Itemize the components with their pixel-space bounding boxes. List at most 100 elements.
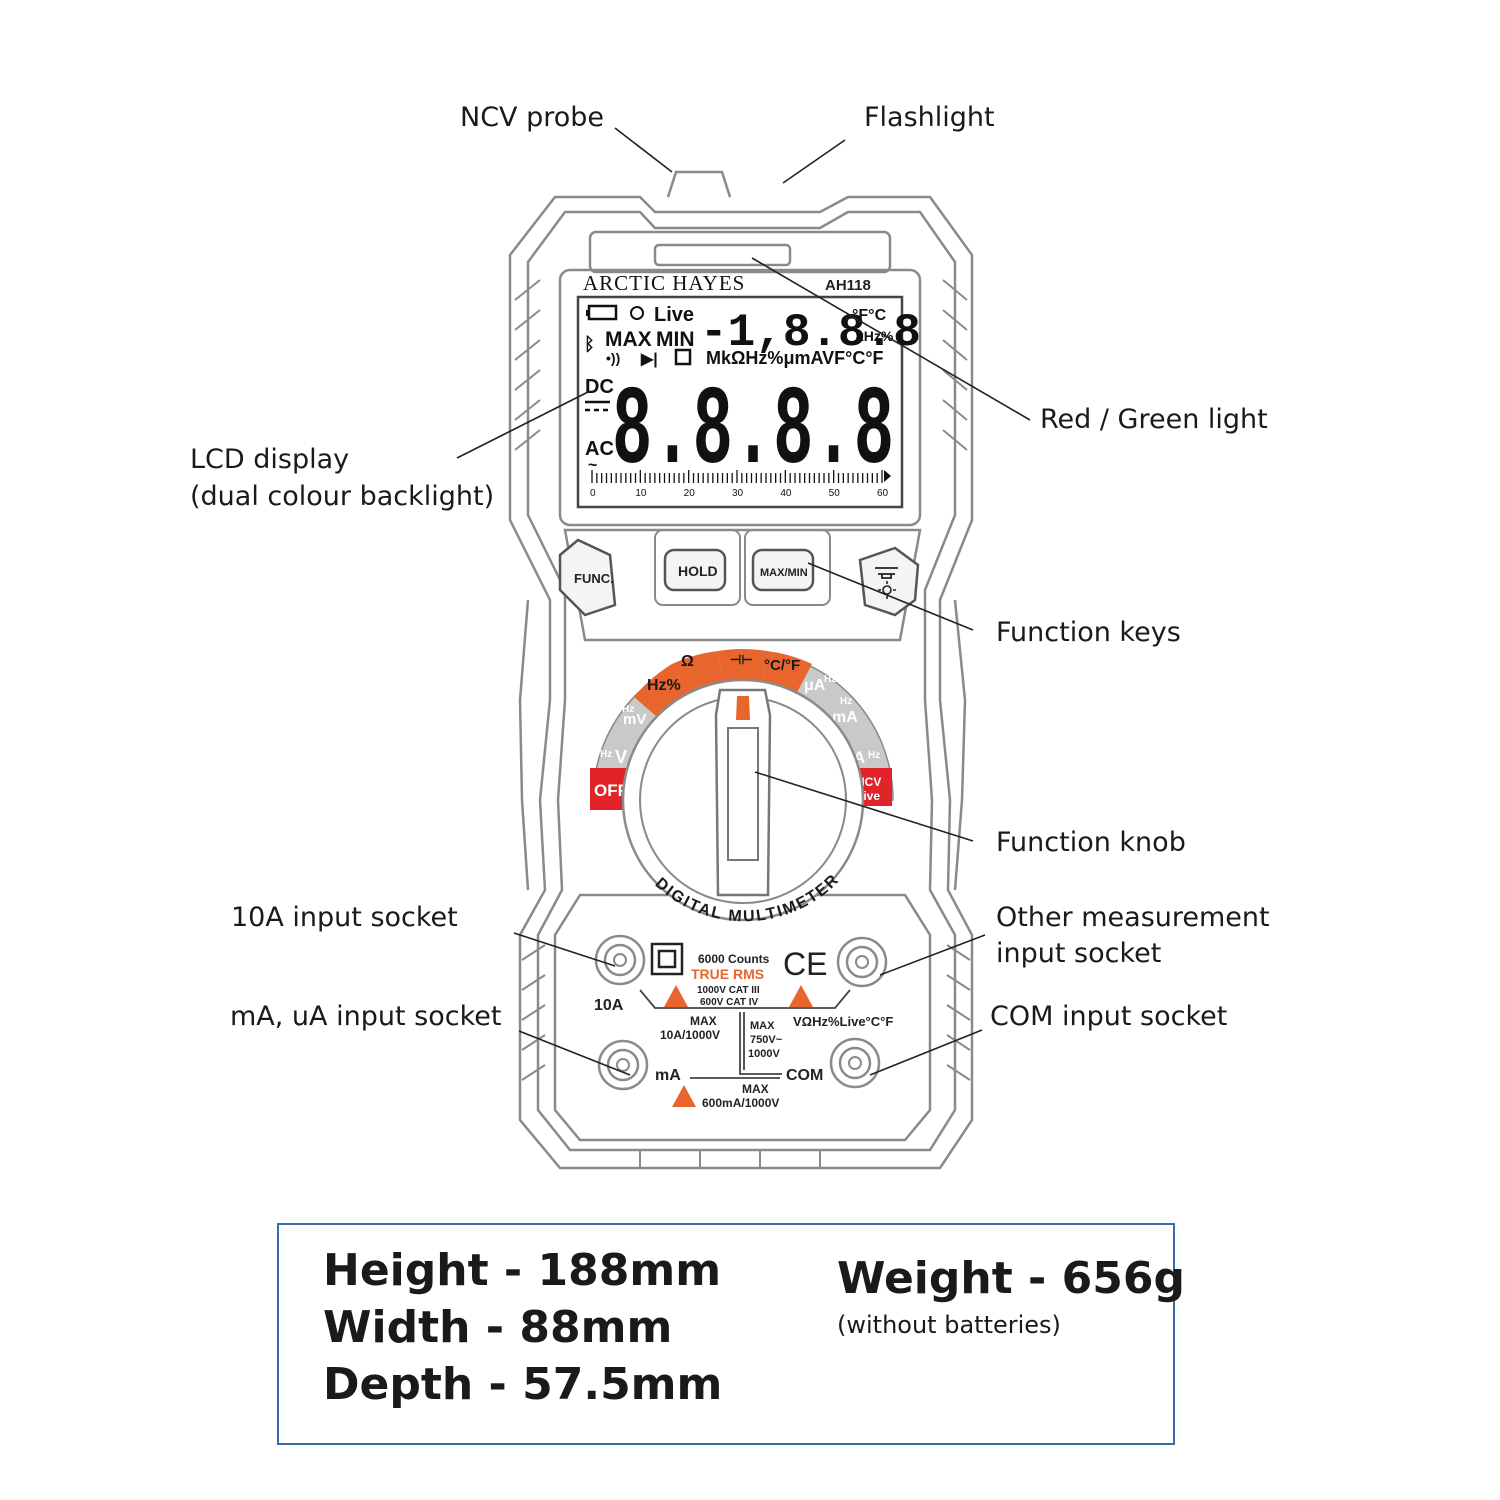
socket-other-label: VΩHz%Live°C°F (793, 1014, 893, 1029)
lcd-bezel (558, 268, 922, 527)
lcd-dc: DC (585, 376, 614, 398)
grip-lines-right (942, 279, 968, 451)
lcd-scale-label: 60 (877, 488, 889, 499)
grip-left (518, 599, 530, 891)
dial-hz-small-ma: Hz (840, 696, 852, 707)
label-red-green-light: Red / Green light (1040, 404, 1268, 435)
brand-name: ARCTIC HAYES (583, 271, 745, 295)
fuse-ma-max: MAX (742, 1082, 769, 1096)
spec-width: Width - 88mm (323, 1302, 673, 1353)
fuse-10a-rating: 10A/1000V (660, 1028, 720, 1042)
max-voltage-3: 1000V (748, 1048, 780, 1060)
ncv-probe-tip (666, 170, 732, 198)
lcd-big-digits: 8.8.8.8 (612, 369, 894, 496)
lcd-display: Live ᛒ MAX MIN •)) ▶| -1,8.8.8 °F°C kHz%… (576, 295, 921, 509)
grip-lines-bottom-right (946, 944, 971, 1081)
battery-tip-icon (586, 310, 590, 316)
socket-10a[interactable] (594, 934, 646, 986)
label-lcd-backlight: (dual colour backlight) (190, 481, 494, 512)
dial-temp: °C/°F (764, 657, 800, 674)
dial-hz-small-a: Hz (868, 750, 880, 761)
max-voltage-2: 750V~ (750, 1034, 783, 1046)
lcd-scale-label: 10 (635, 488, 647, 499)
warning-icon-left (664, 985, 688, 1007)
grip-lines-bottom-left (521, 944, 546, 1081)
socket-ma-label: mA (655, 1067, 681, 1084)
knob-pointer-inner (727, 727, 759, 861)
double-insulation-icon (650, 942, 684, 976)
label-10a-socket: 10A input socket (231, 902, 458, 933)
double-insulation-inner-icon (657, 949, 677, 969)
warning-icon-bottom (672, 1085, 696, 1107)
lcd-scale-label: 50 (829, 488, 841, 499)
counts-label: 6000 Counts (698, 952, 770, 966)
true-rms-label: TRUE RMS (691, 966, 764, 982)
spec-weight: Weight - 656g (837, 1253, 1185, 1304)
leader-com (869, 1029, 983, 1076)
panel-lines (639, 989, 851, 1079)
label-com-socket: COM input socket (990, 1001, 1227, 1032)
lcd-screen (576, 295, 904, 509)
lcd-bargraph-arrow (884, 470, 891, 482)
top-bezel (588, 230, 892, 274)
lcd-ac: AC (585, 438, 614, 460)
spec-depth: Depth - 57.5mm (323, 1359, 723, 1410)
label-lcd-display: LCD display (190, 444, 349, 475)
lcd-scale-label: 0 (590, 488, 596, 499)
label-function-keys: Function keys (996, 617, 1181, 648)
lcd-min: MIN (656, 328, 695, 351)
leader-ncv (614, 127, 673, 173)
leader-function-knob (754, 771, 974, 842)
hold-button[interactable]: HOLD (654, 529, 741, 606)
lcd-bargraph (591, 470, 883, 483)
leader-flashlight (782, 139, 846, 184)
socket-ma[interactable] (597, 1039, 649, 1091)
lcd-hold-icon (674, 348, 692, 366)
maxmin-button-label: MAX/MIN (760, 567, 808, 579)
label-ncv-probe: NCV probe (460, 102, 604, 133)
cat-rating-2: 600V CAT IV (700, 997, 758, 1008)
model-number: AH118 (825, 277, 871, 294)
power-icon (630, 306, 644, 320)
flashlight-window (653, 243, 792, 267)
lcd-small-digits: -1,8.8.8 (700, 307, 921, 359)
lcd-unit-temp: °F°C (852, 307, 887, 324)
dial-ma: mA (832, 709, 858, 726)
terminal-panel (553, 893, 932, 1142)
leader-lines (456, 127, 1031, 1076)
spec-box: Height - 188mm Width - 88mm Depth - 57.5… (277, 1223, 1185, 1445)
lcd-dc-symbol (585, 400, 610, 412)
warning-icon-right (789, 985, 813, 1007)
light-button[interactable] (858, 546, 920, 617)
ce-mark: CE (783, 946, 827, 982)
callout-labels: NCV probe Flashlight Red / Green light L… (190, 102, 1270, 1032)
lcd-max: MAX (605, 328, 652, 351)
grip-right (953, 599, 967, 891)
socket-other[interactable] (836, 936, 888, 988)
maxmin-button[interactable]: MAX/MIN (744, 529, 831, 606)
max-voltage-1: MAX (750, 1020, 775, 1032)
flashlight-icon (875, 567, 898, 579)
dial-hz-small-ua: Hz (824, 674, 836, 685)
leader-10a (513, 932, 616, 967)
lcd-unit-khz: kHz% (856, 328, 894, 344)
dial-hz-small-v: Hz (600, 749, 612, 760)
dial-ohm: Ω (681, 653, 694, 670)
func-button[interactable]: FUNC. (558, 538, 617, 617)
knob-pointer[interactable] (714, 688, 772, 897)
hold-button-label: HOLD (678, 563, 718, 579)
dial-off: OFF (594, 781, 628, 800)
function-buttons: FUNC. HOLD MAX/MIN (558, 529, 920, 617)
housing-outer (508, 195, 974, 1170)
socket-com[interactable] (829, 1037, 881, 1089)
lcd-ac-symbol: ~ (588, 457, 597, 474)
terminal-area: 6000 Counts TRUE RMS CE 1000V CAT III 60… (594, 934, 893, 1110)
lcd-live: Live (654, 304, 694, 326)
lcd-diode-icon: ▶| (640, 351, 658, 368)
lcd-buzzer-icon: •)) (606, 350, 620, 366)
fuse-10a-max: MAX (690, 1014, 717, 1028)
dial-cap: ⊣⊢ (730, 652, 753, 667)
socket-com-label: COM (786, 1067, 823, 1084)
